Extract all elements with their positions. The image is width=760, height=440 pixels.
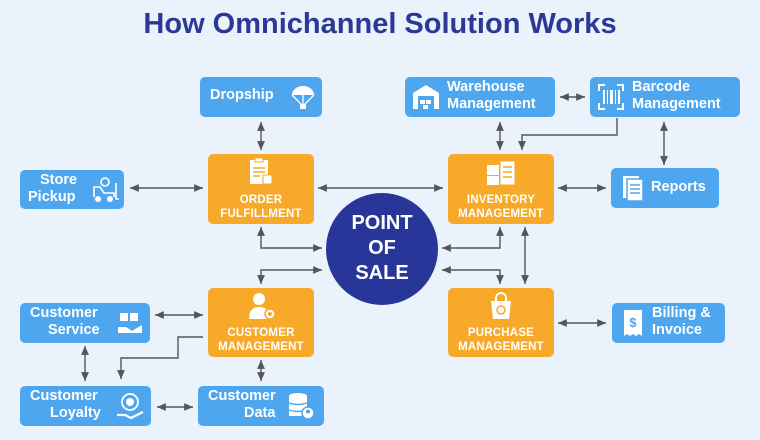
store-pickup-label-1: Store (40, 172, 78, 188)
customer-service-label-1: Customer (30, 305, 98, 321)
warehouse-management-node: Warehouse Management (405, 77, 555, 117)
customer-data-label-1: Customer (208, 388, 276, 404)
arrow-customer-loyalty (117, 336, 203, 379)
order-fulfillment-label-2: FULFILLMENT (220, 208, 302, 220)
warehouse-label-2: Management (447, 96, 536, 112)
forklift-icon (93, 177, 119, 202)
arrow-pos-customer (257, 266, 322, 284)
customer-service-label-2: Service (48, 322, 100, 338)
diagram-title: How Omnichannel Solution Works (143, 8, 617, 40)
barcode-icon (598, 84, 624, 110)
customer-data-node: Customer Data (198, 386, 324, 426)
pos-line-1: POINT (351, 212, 413, 234)
inventory-label-2: MANAGEMENT (458, 208, 544, 220)
arrow-inventory-pos (442, 227, 504, 252)
barcode-management-node: Barcode Management (590, 77, 740, 117)
store-pickup-node: Store Pickup (20, 170, 124, 209)
warehouse-label-1: Warehouse (447, 79, 525, 95)
dropship-label: Dropship (210, 87, 274, 103)
user-gear-icon (249, 293, 276, 320)
arrow-pos-purchase (442, 266, 504, 284)
inventory-icon (487, 160, 516, 186)
database-icon (288, 393, 315, 420)
customer-management-label-1: CUSTOMER (227, 327, 295, 339)
customer-management-node: CUSTOMER MANAGEMENT (208, 288, 314, 357)
order-fulfillment-node: ORDER FULFILLMENT (208, 154, 314, 224)
billing-invoice-node: $ Billing & Invoice (612, 303, 725, 343)
clipboard-icon (250, 157, 273, 185)
svg-text:$: $ (629, 315, 637, 330)
customer-loyalty-label-2: Loyalty (50, 405, 101, 421)
store-pickup-label-2: Pickup (28, 189, 76, 205)
reports-label: Reports (651, 179, 706, 195)
customer-service-node: Customer Service (20, 303, 150, 343)
warehouse-icon (413, 85, 439, 109)
barcode-label-1: Barcode (632, 79, 691, 95)
customer-management-label-2: MANAGEMENT (218, 341, 304, 353)
loyalty-icon (117, 393, 144, 420)
shopping-bag-icon (491, 292, 511, 319)
customer-loyalty-node: Customer Loyalty (20, 386, 151, 426)
pos-line-3: SALE (355, 262, 409, 284)
reports-node: Reports (611, 168, 719, 208)
barcode-label-2: Management (632, 96, 721, 112)
customer-loyalty-label-1: Customer (30, 388, 98, 404)
dropship-node: Dropship (200, 77, 322, 117)
arrow-barcode-inventory (518, 118, 618, 150)
purchase-management-node: PURCHASE MANAGEMENT (448, 288, 554, 357)
inventory-label-1: INVENTORY (466, 194, 536, 206)
billing-label-1: Billing & (652, 305, 711, 321)
billing-label-2: Invoice (652, 322, 702, 338)
invoice-icon: $ (624, 310, 642, 336)
arrow-order-pos (257, 227, 322, 252)
document-icon (623, 176, 644, 202)
order-fulfillment-label-1: ORDER (239, 194, 283, 206)
inventory-management-node: INVENTORY MANAGEMENT (448, 154, 554, 224)
service-icon (118, 313, 142, 333)
pos-line-2: OF (368, 237, 396, 259)
parachute-icon (291, 86, 315, 109)
point-of-sale-circle: POINT OF SALE (326, 193, 438, 305)
purchase-management-label-1: PURCHASE (467, 327, 535, 339)
customer-data-label-2: Data (244, 405, 276, 421)
purchase-management-label-2: MANAGEMENT (458, 341, 544, 353)
